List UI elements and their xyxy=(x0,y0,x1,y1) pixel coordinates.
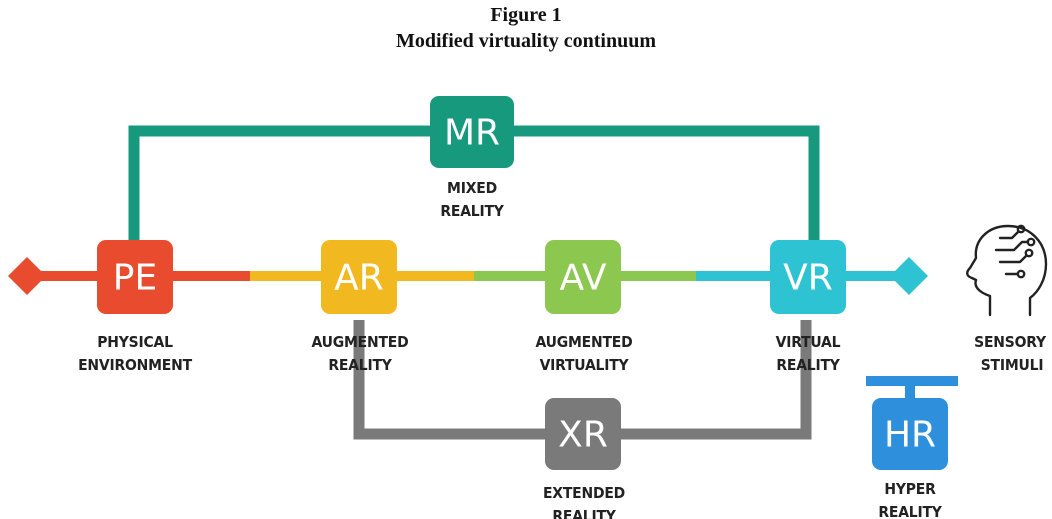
node-hr: HR xyxy=(872,398,948,470)
caption-pe-line1: PHYSICAL xyxy=(97,333,173,351)
head-circuit-icon xyxy=(966,224,1048,317)
node-mr-abbr: MR xyxy=(444,113,500,154)
node-pe-abbr: PE xyxy=(113,258,157,299)
caption-xr-line2: REALITY xyxy=(552,507,616,519)
node-vr-abbr: VR xyxy=(783,258,833,299)
caption-vr-line1: VIRTUAL xyxy=(776,333,841,351)
left-end-diamond xyxy=(8,257,46,295)
node-ar-abbr: AR xyxy=(334,258,384,299)
node-xr-abbr: XR xyxy=(558,415,608,456)
figure-title: Modified virtuality continuum xyxy=(395,30,656,52)
node-vr: VR xyxy=(770,240,846,314)
caption-hr-line2: REALITY xyxy=(878,503,942,519)
node-av: AV xyxy=(545,240,621,314)
caption-hr-line1: HYPER xyxy=(884,480,936,498)
caption-sensory-line1: SENSORY xyxy=(974,333,1047,351)
caption-av-line1: AUGMENTED xyxy=(536,333,633,351)
figure-number: Figure 1 xyxy=(490,4,562,26)
node-pe: PE xyxy=(97,240,173,314)
node-av-abbr: AV xyxy=(560,258,607,299)
node-xr: XR xyxy=(545,398,621,470)
node-mr: MR xyxy=(430,96,514,168)
caption-ar-line1: AUGMENTED xyxy=(312,333,409,351)
right-end-diamond xyxy=(890,257,928,295)
caption-xr-line1: EXTENDED xyxy=(543,484,625,502)
caption-vr-line2: REALITY xyxy=(776,356,840,374)
caption-pe-line2: ENVIRONMENT xyxy=(78,356,193,374)
caption-av-line2: VIRTUALITY xyxy=(540,356,630,374)
caption-sensory-line2: STIMULI xyxy=(981,356,1044,374)
node-hr-abbr: HR xyxy=(884,415,936,456)
caption-ar-line2: REALITY xyxy=(328,356,392,374)
node-ar: AR xyxy=(321,240,397,314)
caption-mr-line1: MIXED xyxy=(447,179,497,197)
caption-mr-line2: REALITY xyxy=(440,202,504,220)
